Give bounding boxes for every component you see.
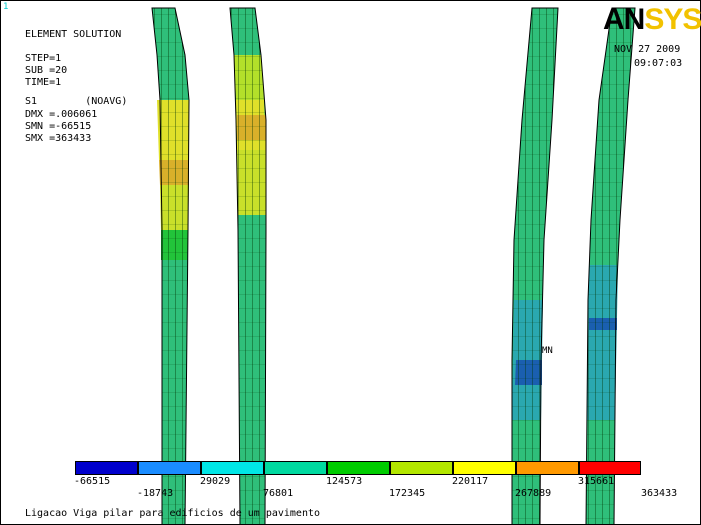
legend-label-10: 363433 — [641, 488, 678, 499]
legend-box-7 — [453, 461, 516, 475]
column-4 — [585, 7, 636, 525]
ansys-logo: ANSYS — [603, 4, 701, 36]
logo-an: AN — [603, 3, 645, 36]
column-1 — [151, 7, 190, 525]
legend-label-8: 267889 — [515, 488, 552, 499]
s1-text: S1 (NOAVG) — [25, 96, 128, 107]
smx-text: SMX =363433 — [25, 133, 92, 144]
solution-title: ELEMENT SOLUTION — [25, 29, 122, 40]
logo-sys: SYS — [644, 3, 701, 36]
time-text: TIME=1 — [25, 77, 62, 88]
step-text: STEP=1 — [25, 53, 62, 64]
legend-label-9: 315661 — [578, 476, 615, 487]
legend-label-1: -66515 — [74, 476, 111, 487]
legend-box-9 — [579, 461, 641, 475]
min-marker: MN — [542, 346, 553, 356]
legend-box-3 — [201, 461, 264, 475]
smn-text: SMN =-66515 — [25, 121, 92, 132]
legend-box-4 — [264, 461, 327, 475]
plot-caption: Ligacao Viga pilar para edificios de um … — [25, 508, 321, 519]
legend-label-7: 220117 — [452, 476, 489, 487]
column-2 — [229, 7, 267, 525]
legend-box-2 — [138, 461, 201, 475]
legend-label-5: 124573 — [326, 476, 363, 487]
legend-label-6: 172345 — [389, 488, 426, 499]
legend-label-3: 29029 — [200, 476, 231, 487]
plot-number: 1 — [3, 2, 9, 12]
contour-legend — [75, 461, 641, 475]
dmx-text: DMX =.006061 — [25, 109, 98, 120]
plot-date: NOV 27 2009 — [614, 44, 681, 55]
legend-label-4: 76801 — [263, 488, 294, 499]
sub-text: SUB =20 — [25, 65, 68, 76]
legend-box-1 — [75, 461, 138, 475]
legend-box-6 — [390, 461, 453, 475]
column-3 — [511, 7, 559, 525]
legend-label-2: -18743 — [137, 488, 174, 499]
legend-box-8 — [516, 461, 579, 475]
plot-time: 09:07:03 — [634, 58, 683, 69]
legend-box-5 — [327, 461, 390, 475]
